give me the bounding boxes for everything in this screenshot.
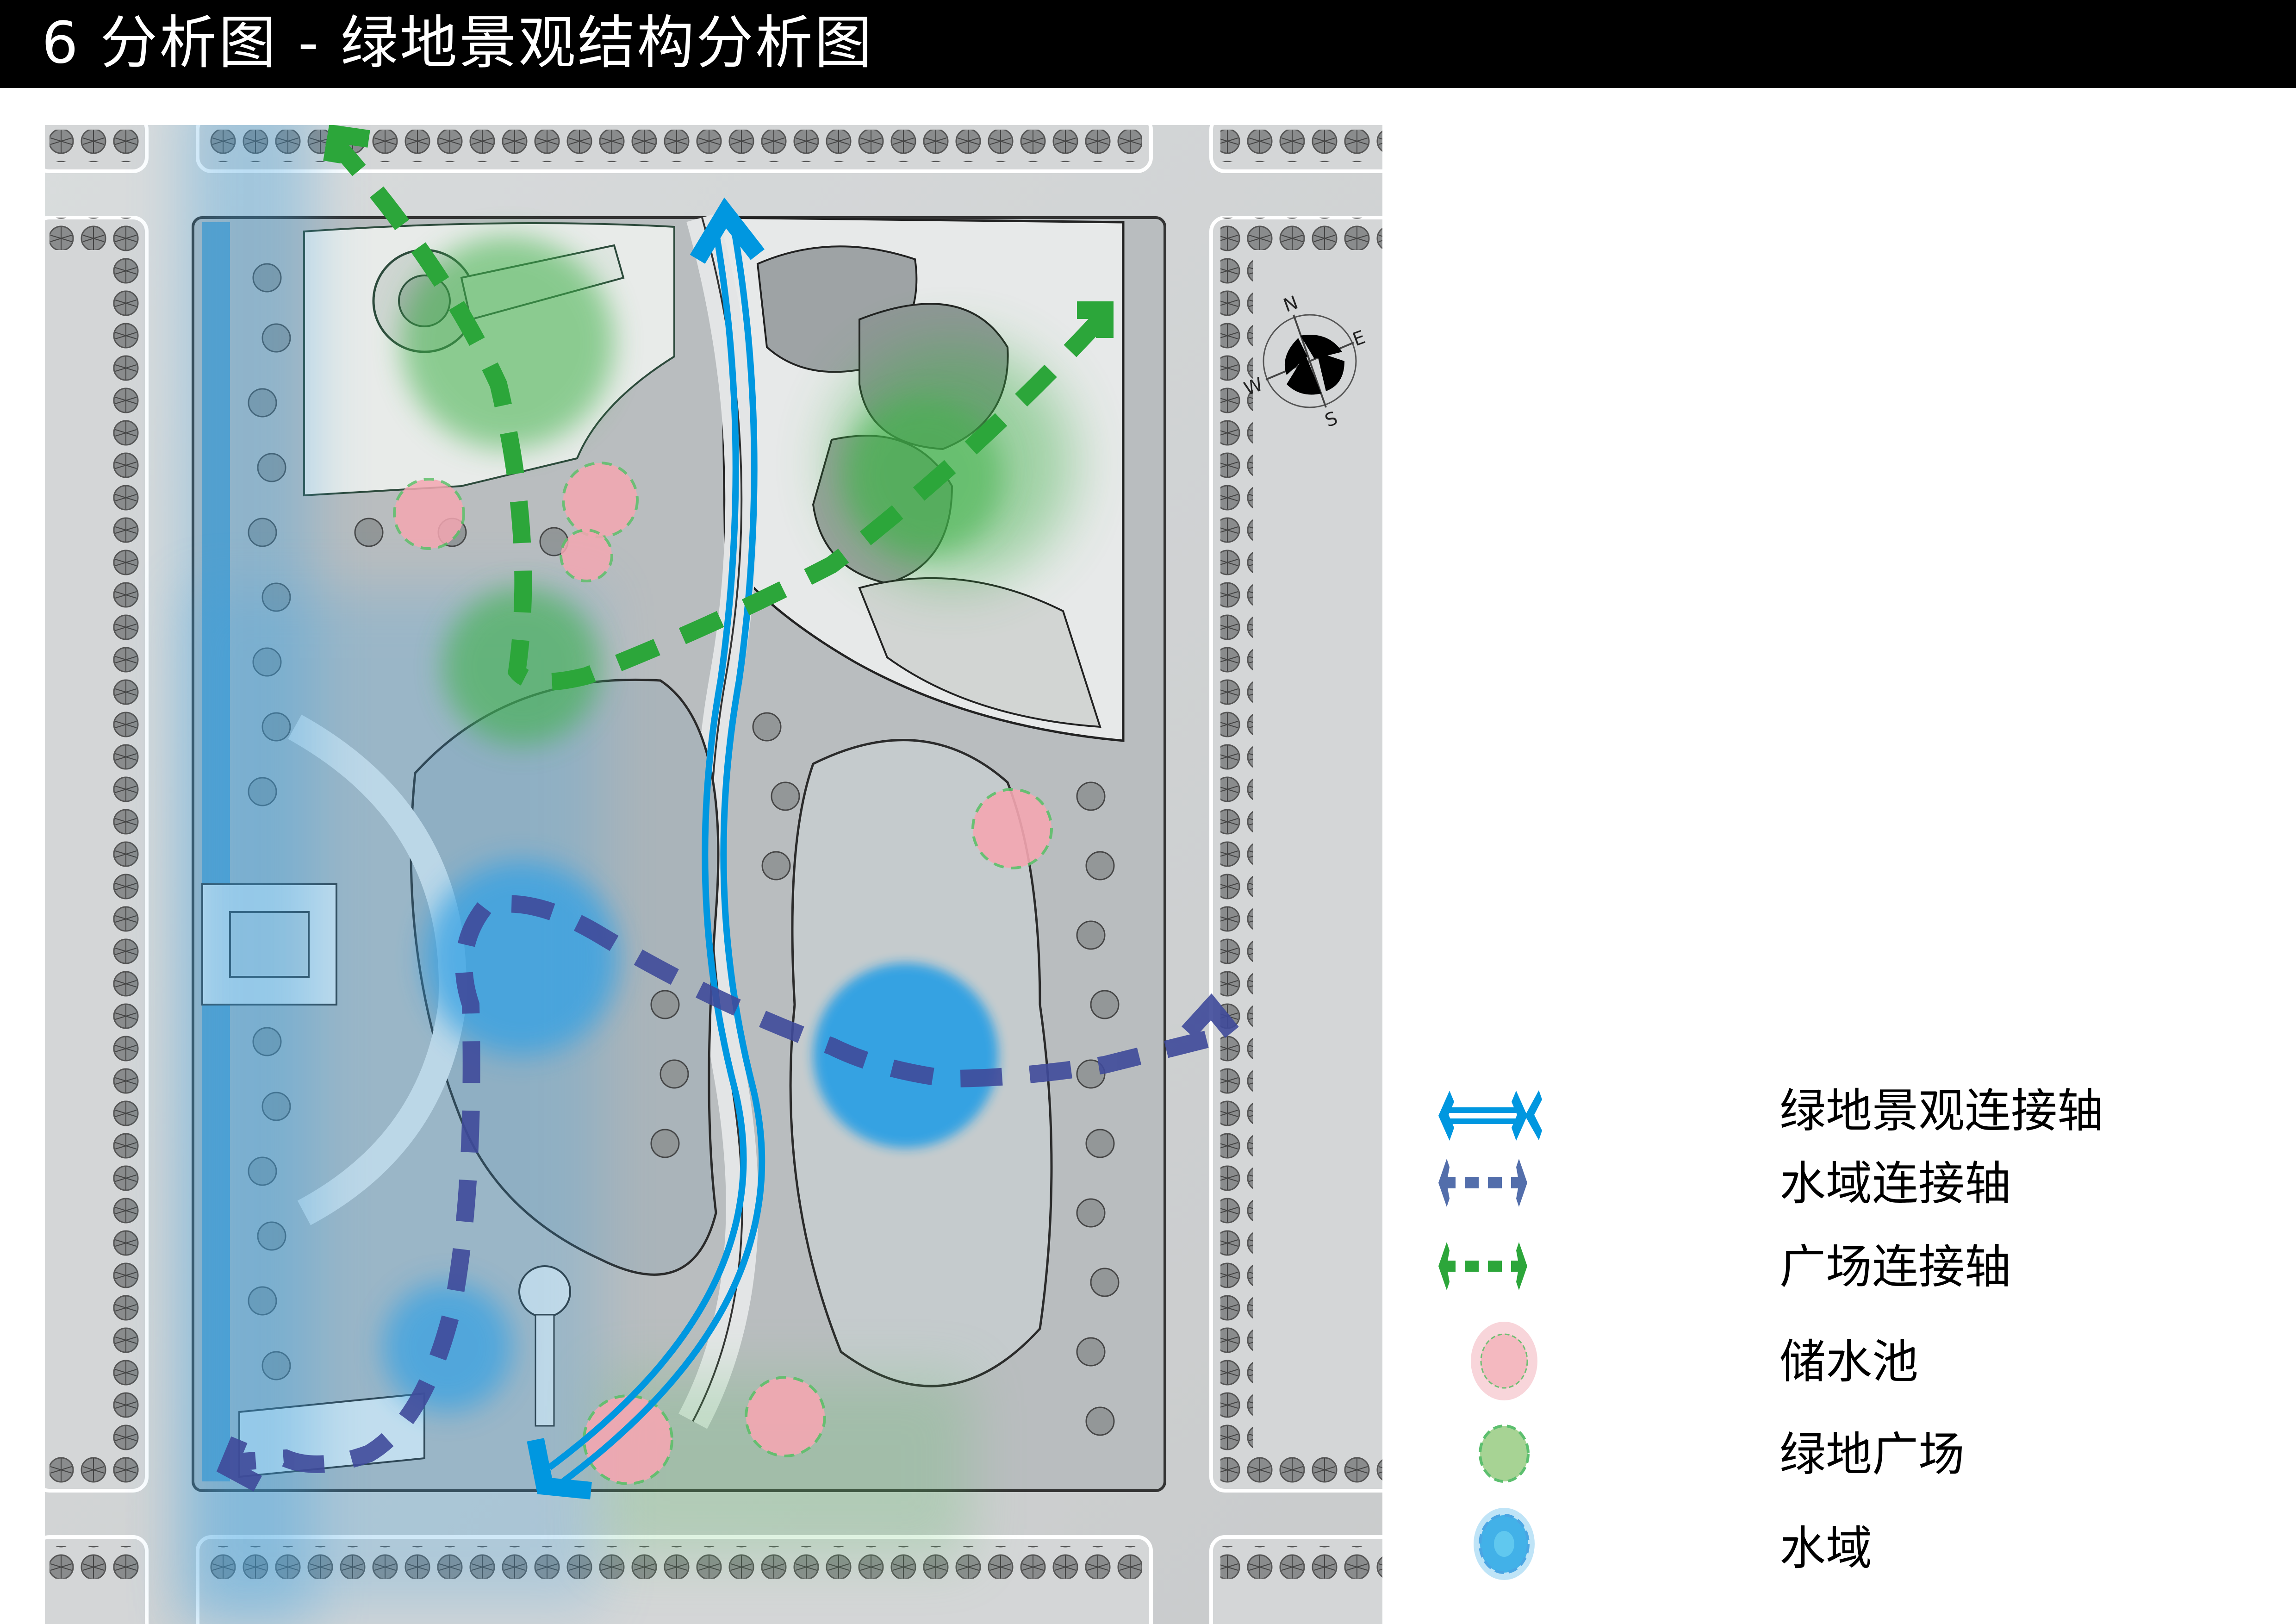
blue-circle-icon — [1474, 1508, 1535, 1580]
pink-circle-icon — [1471, 1322, 1537, 1400]
plaza-connection-axis — [323, 125, 1114, 691]
green-circle-icon — [1479, 1424, 1530, 1483]
site-plan-map — [45, 125, 1382, 1624]
legend-label: 水域 — [1780, 1521, 1872, 1575]
legend-item-water-axis: 水域连接轴 — [1435, 1150, 2221, 1243]
compass-w: W — [1241, 374, 1266, 400]
legend-item-plaza-axis: 广场连接轴 — [1435, 1215, 2221, 1308]
site-plan-drawing — [45, 125, 1382, 1624]
page-title: 6 分析图 - 绿地景观结构分析图 — [42, 10, 874, 76]
double-line-arrow-graphic — [1438, 1091, 1527, 1141]
compass-rose-icon: N E S W — [1241, 292, 1368, 431]
legend: 绿地景观连接轴 水域连接轴 广场连接轴 储水池 绿地广场 — [1435, 1056, 2221, 1611]
legend-label: 广场连接轴 — [1780, 1240, 2011, 1294]
legend-label: 水域连接轴 — [1780, 1156, 2011, 1211]
green-landscape-axis — [527, 197, 765, 1499]
compass-s: S — [1322, 407, 1341, 426]
legend-item-water-area: 水域 — [1435, 1498, 2221, 1590]
water-connection-axis — [216, 895, 1239, 1492]
title-bar: 6 分析图 - 绿地景观结构分析图 — [0, 0, 2296, 88]
legend-item-reservoir: 储水池 — [1435, 1315, 2221, 1407]
green-dashed-arrow-icon — [1438, 1242, 1527, 1290]
double-line-arrow-icon — [1525, 1090, 1542, 1140]
legend-item-green-plaza: 绿地广场 — [1435, 1407, 2221, 1500]
compass-e: E — [1350, 326, 1368, 350]
legend-label: 储水池 — [1780, 1335, 1918, 1389]
water-area-overlays — [184, 125, 998, 1624]
legend-label: 绿地景观连接轴 — [1780, 1084, 2103, 1138]
north-compass: N E S W — [1240, 287, 1379, 431]
compass-n: N — [1281, 292, 1301, 316]
legend-item-green-landscape-axis: 绿地景观连接轴 — [1435, 1056, 2221, 1148]
legend-label: 绿地广场 — [1780, 1427, 1965, 1481]
blue-dashed-arrow-icon — [1438, 1159, 1527, 1207]
